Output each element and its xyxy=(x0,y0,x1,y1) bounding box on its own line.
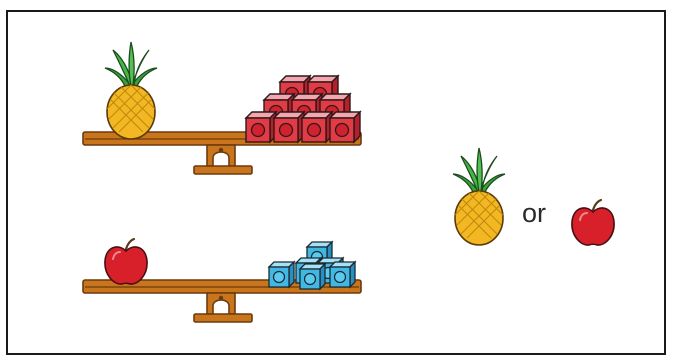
answer-options xyxy=(453,148,614,245)
pineapple-icon xyxy=(105,42,157,139)
top-scale xyxy=(83,42,361,174)
red-cube xyxy=(246,112,276,142)
blue-cube xyxy=(300,264,325,289)
red-cube xyxy=(274,112,304,142)
balance-scene xyxy=(0,0,673,347)
red-cube-stack xyxy=(246,76,360,142)
bottom-scale xyxy=(83,239,361,322)
option-apple-icon[interactable] xyxy=(572,200,614,245)
apple-icon xyxy=(105,239,147,284)
red-cube xyxy=(330,112,360,142)
blue-cube-stack xyxy=(269,242,355,289)
option-pineapple-icon[interactable] xyxy=(453,148,505,245)
blue-cube xyxy=(330,262,355,287)
red-cube xyxy=(302,112,332,142)
blue-cube xyxy=(269,262,294,287)
or-separator: or xyxy=(522,200,546,227)
